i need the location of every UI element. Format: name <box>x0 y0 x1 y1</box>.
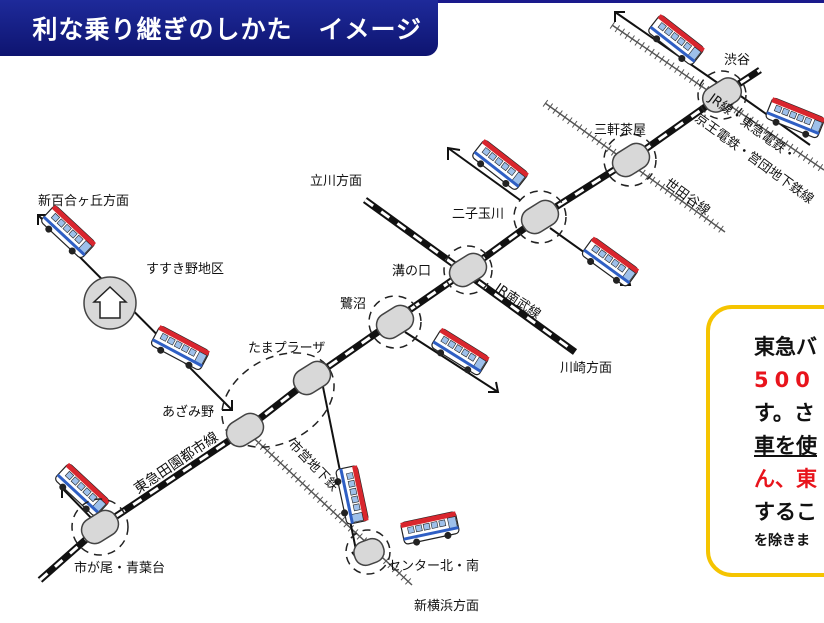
info-callout: 東急バ 500 す。さ 車を使 ん、東 するこ を除きま <box>706 305 824 577</box>
station-label-futakotamagawa: 二子玉川 <box>452 207 504 222</box>
line-label-setagaya: 世田谷線 <box>662 175 713 219</box>
info-line-2: 500 <box>754 368 816 392</box>
info-line-6: するこ <box>754 500 817 524</box>
bus-icon <box>37 204 97 263</box>
title-banner: 利な乗り継ぎのしかた イメージ <box>0 0 438 56</box>
bus-icon <box>578 236 640 291</box>
info-line-5: ん、東 <box>754 467 817 491</box>
direction-label-shinyurigaoka: 新百合ヶ丘方面 <box>38 193 129 209</box>
page-title: 利な乗り継ぎのしかた イメージ <box>32 15 422 44</box>
denentoshi-line <box>37 67 762 583</box>
station-nodes <box>80 77 743 567</box>
direction-label-tachikawa: 立川方面 <box>310 173 362 189</box>
info-line-3: す。さ <box>754 401 815 425</box>
bus-icon <box>644 13 706 70</box>
station-label-mizonokuchi: 溝の口 <box>392 264 431 279</box>
station-label-saginuma: 鷺沼 <box>340 296 366 312</box>
bus-icon <box>147 324 211 375</box>
bus-icon <box>399 510 462 549</box>
station-label-ichigao: 市が尾・青葉台 <box>74 560 165 576</box>
info-line-7: を除きま <box>754 533 810 549</box>
direction-label-kawasaki: 川崎方面 <box>560 360 612 376</box>
station-label-azamino: あざみ野 <box>162 404 214 420</box>
info-line-1: 東急バ <box>754 335 817 359</box>
house-icon <box>83 276 137 330</box>
line-label-denentoshi: 東急田園都市線 <box>131 428 222 497</box>
direction-label-shinyokohama: 新横浜方面 <box>414 598 479 614</box>
subway-line <box>242 427 415 588</box>
station-label-tama-plaza: たまプラーザ <box>248 341 325 356</box>
bus-icon <box>427 327 491 380</box>
station-label-center: センター北・南 <box>388 558 479 574</box>
line-label-subway: 市営地下鉄 <box>285 437 342 495</box>
district-label-susukino: すすき野地区 <box>146 262 224 277</box>
info-line-4: 車を使 <box>754 434 817 458</box>
station-label-shibuya: 渋谷 <box>724 53 750 68</box>
station-label-sangenjaya: 三軒茶屋 <box>594 122 646 138</box>
